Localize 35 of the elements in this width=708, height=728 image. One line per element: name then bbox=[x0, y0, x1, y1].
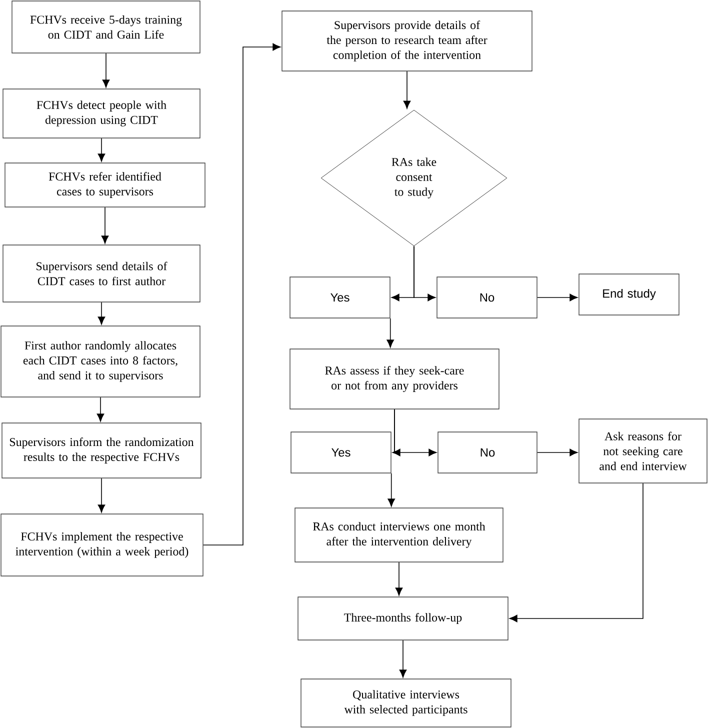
answer-box: Yes bbox=[290, 276, 390, 318]
arrow bbox=[399, 640, 407, 678]
process-box: FCHVs implement the respective intervention (within a week period) bbox=[0, 514, 204, 576]
process-box: First author randomly allocates each CIDT cases into 8 factors, and send it to supervisors bbox=[0, 326, 200, 398]
arrow bbox=[386, 318, 394, 348]
process-box: Ask reasons for not seeking care and end interview bbox=[578, 418, 708, 484]
process-box: FCHVs receive 5-days training on CIDT and Gain Life bbox=[12, 0, 200, 54]
answer-box: No bbox=[436, 276, 538, 318]
answer-box: No bbox=[438, 432, 538, 474]
arrow bbox=[202, 43, 281, 546]
process-box: Supervisors provide details of the person to research team after completion of the intervention bbox=[282, 10, 532, 72]
arrow bbox=[96, 396, 104, 422]
process-box: RAs assess if they seek-care or not from any providers bbox=[290, 348, 500, 410]
answer-box: Yes bbox=[290, 432, 392, 474]
process-box: Supervisors inform the randomization results to the respective FCHVs bbox=[2, 422, 202, 478]
arrow bbox=[536, 294, 578, 302]
process-box: RAs conduct interviews one month after the intervention delivery bbox=[294, 508, 504, 562]
process-box: Qualitative interviews with selected participants bbox=[300, 678, 512, 728]
process-box: FCHVs detect people with depression using CIDT bbox=[2, 88, 200, 138]
arrow bbox=[509, 482, 644, 622]
arrow bbox=[395, 562, 403, 596]
arrow bbox=[414, 246, 436, 302]
arrow bbox=[403, 70, 411, 109]
process-box: Three-months follow-up bbox=[298, 596, 508, 640]
process-box: FCHVs refer identified cases to supervisors bbox=[4, 162, 206, 208]
arrow bbox=[394, 408, 437, 456]
process-box: Supervisors send details of CIDT cases to first author bbox=[2, 244, 200, 302]
arrow bbox=[98, 302, 106, 325]
arrow bbox=[98, 478, 106, 513]
arrow bbox=[536, 448, 578, 456]
arrow bbox=[98, 138, 106, 162]
answer-box: End study bbox=[578, 274, 680, 316]
arrow bbox=[102, 52, 110, 88]
arrow bbox=[101, 206, 109, 244]
arrow bbox=[388, 472, 395, 507]
